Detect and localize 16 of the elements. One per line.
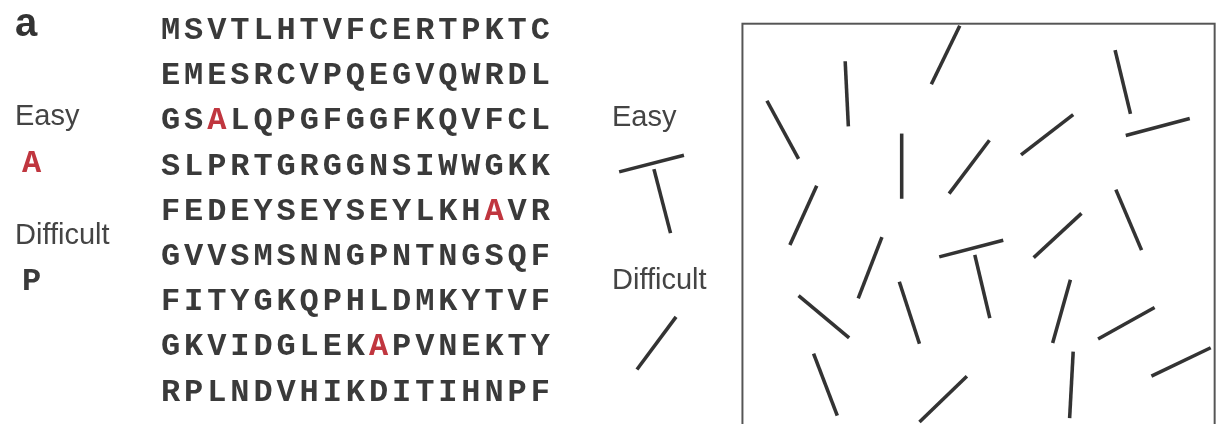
sequence-row: RPLNDVHIKDITIHNPF bbox=[161, 376, 554, 409]
sequence-row: MSVTLHTVFCERTPKTC bbox=[161, 15, 554, 47]
sequence-row: FEDEYSEYSEYLKHAVR bbox=[161, 195, 554, 228]
sequence-row: GVVSMSNNGPNTNGSQF bbox=[161, 241, 554, 273]
sequence-row: FITYGKQPHLDMKYTVF bbox=[161, 286, 554, 319]
target-letter: P bbox=[22, 266, 46, 298]
sequence-row: GSALQPGFGGFKQVFCL bbox=[161, 105, 554, 138]
condition-label: Easy bbox=[15, 101, 80, 130]
sequence-row: EMESRCVPQEGVQWRDL bbox=[161, 60, 554, 93]
sequence-row: SLPRTGRGGNSIWWGKK bbox=[161, 150, 554, 183]
condition-label: Difficult bbox=[15, 220, 110, 249]
target-letter: A bbox=[22, 148, 46, 180]
condition-label: Difficult bbox=[612, 265, 707, 294]
condition-label: Easy bbox=[612, 102, 677, 131]
panel-letter: a bbox=[15, 2, 38, 42]
sequence-row: GKVIDGLEKAPVNEKTY bbox=[161, 331, 554, 364]
